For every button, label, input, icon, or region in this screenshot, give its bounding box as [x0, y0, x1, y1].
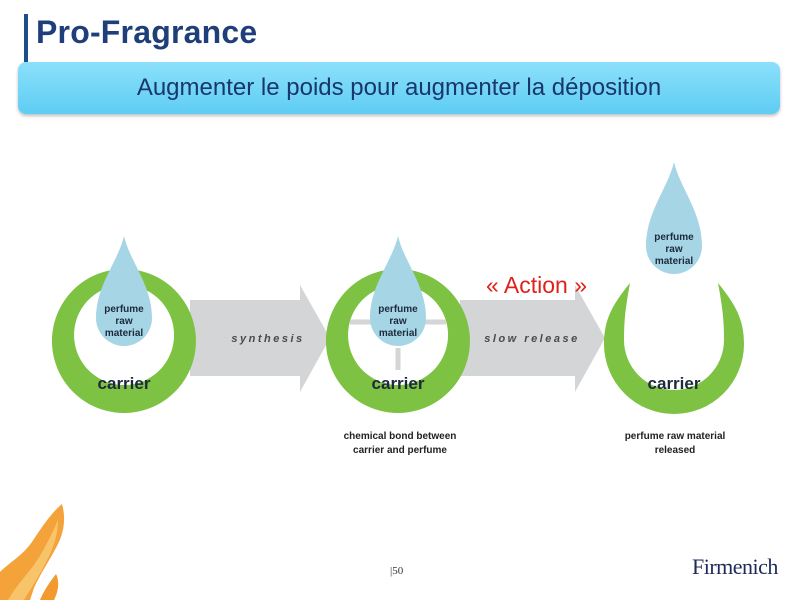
slow-release-arrow-label: slow release — [484, 333, 579, 345]
drop-label-3-line-1: perfume — [654, 232, 694, 243]
caption-chemical-bond: chemical bond between carrier and perfum… — [343, 431, 457, 456]
drop-label-1-line-2: raw — [115, 316, 132, 327]
carrier-label-3: carrier — [648, 374, 701, 393]
drop-label-2-line-2: raw — [389, 316, 406, 327]
carrier-label-2: carrier — [372, 374, 425, 393]
action-label: « Action » — [486, 272, 588, 298]
carrier-cup-3 — [604, 283, 744, 414]
drop-label-3-line-3: material — [655, 256, 694, 267]
slide-title: Pro-Fragrance — [36, 14, 258, 50]
perfume-drop-1 — [96, 236, 152, 346]
slide-subtitle: Augmenter le poids pour augmenter la dép… — [136, 74, 662, 101]
slow-release-arrow — [460, 285, 605, 392]
perfume-drop-3 — [646, 162, 702, 274]
perfume-drop-2 — [370, 236, 426, 346]
carrier-ring-2 — [325, 269, 470, 413]
stage-1: perfume raw material carrier — [51, 236, 196, 413]
stage-3: perfume raw material carrier — [604, 162, 744, 414]
synthesis-arrow-label: synthesis — [231, 333, 304, 345]
subtitle-band: Augmenter le poids pour augmenter la dép… — [18, 62, 780, 114]
title-accent-bar — [24, 14, 28, 62]
page-number: |50 — [390, 565, 404, 577]
drop-label-2-line-3: material — [379, 328, 418, 339]
orange-peel-decoration — [0, 504, 65, 600]
stage-2: perfume raw material carrier — [325, 236, 470, 413]
drop-label-1-line-3: material — [105, 328, 144, 339]
carrier-label-1: carrier — [98, 374, 151, 393]
drop-label-3-line-2: raw — [665, 244, 682, 255]
caption-released: perfume raw material released — [624, 431, 726, 456]
drop-label-1-line-1: perfume — [104, 304, 144, 315]
carrier-ring-1 — [51, 269, 196, 413]
drop-label-2-line-1: perfume — [378, 304, 418, 315]
synthesis-arrow — [190, 285, 330, 392]
firmenich-logo: Firmenich — [692, 554, 778, 579]
